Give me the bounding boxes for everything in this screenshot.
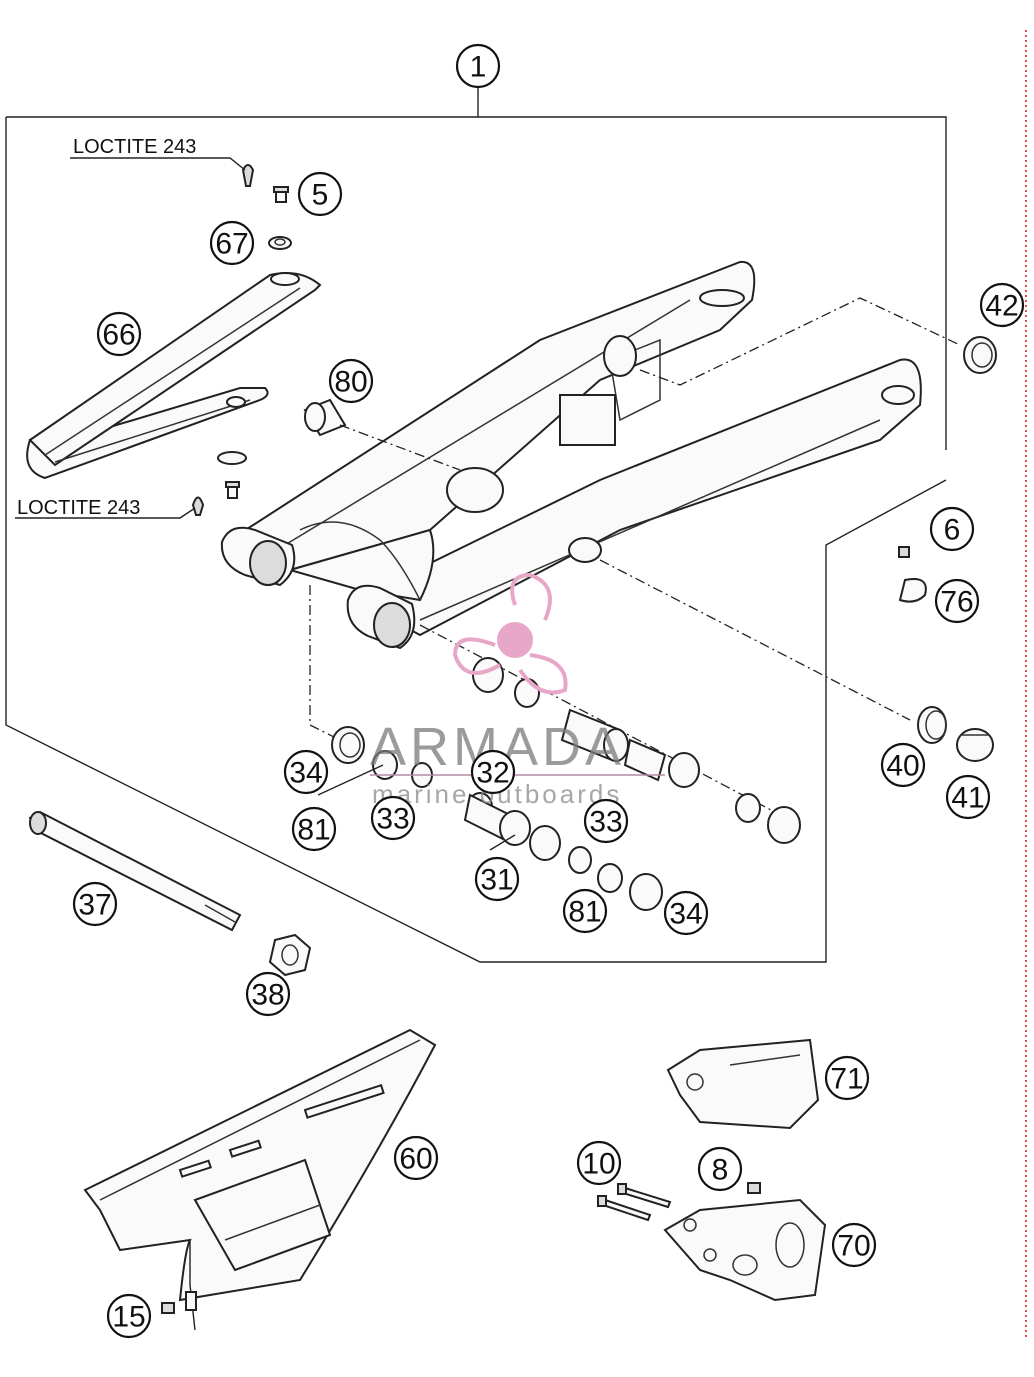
callout-40: 40: [880, 742, 926, 788]
callout-31: 31: [474, 856, 520, 902]
leader-lines: [15, 157, 516, 851]
callout-34-right-label: 34: [669, 898, 702, 931]
callout-81-right: 81: [562, 888, 608, 934]
callout-32-label: 32: [476, 757, 509, 790]
loctite-note-bottom: LOCTITE 243: [17, 497, 140, 519]
callout-81-left: 81: [291, 806, 337, 852]
callout-6: 6: [929, 506, 975, 552]
screw-5: [241, 164, 289, 203]
chain-slider-71: [666, 1038, 820, 1130]
callout-76: 76: [934, 578, 980, 624]
callout-33-left: 33: [370, 795, 416, 841]
chain-guard-60: [83, 1028, 437, 1331]
callout-34-left-label: 34: [289, 757, 322, 790]
callout-38-label: 38: [251, 979, 284, 1012]
axle-37: [28, 810, 242, 932]
callout-38: 38: [245, 971, 291, 1017]
loctite-note-top: LOCTITE 243: [73, 136, 196, 158]
callout-42: 42: [979, 282, 1025, 328]
callout-6-label: 6: [944, 514, 961, 547]
callout-70: 70: [831, 1222, 877, 1268]
callout-8: 8: [697, 1146, 743, 1192]
callout-71-label: 71: [830, 1063, 863, 1096]
screw-15: [161, 1302, 175, 1314]
nut-8: [747, 1182, 761, 1194]
callout-8-label: 8: [712, 1154, 729, 1187]
callout-80: 80: [328, 358, 374, 404]
chain-guide-70: [663, 1198, 827, 1302]
callout-66-label: 66: [102, 319, 135, 352]
ring-42: [963, 336, 997, 374]
callout-60-label: 60: [399, 1143, 432, 1176]
chain-guide: [26, 272, 322, 480]
washer-67: [268, 236, 292, 250]
callout-37-label: 37: [78, 889, 111, 922]
callout-41-label: 41: [951, 782, 984, 815]
callout-15: 15: [106, 1293, 152, 1339]
callout-5: 5: [297, 171, 343, 217]
callout-32: 32: [470, 749, 516, 795]
callout-1: 1: [455, 43, 501, 89]
lower-screw: [191, 451, 247, 516]
clamp-76: [898, 578, 927, 603]
bearing-stack: [331, 657, 801, 911]
bolts-10: [597, 1183, 672, 1222]
callout-31-label: 31: [480, 864, 513, 897]
bushing-80: [303, 398, 347, 437]
swingarm: [220, 260, 922, 650]
callout-81-left-label: 81: [297, 814, 330, 847]
nut-38: [268, 933, 312, 977]
callout-81-right-label: 81: [568, 896, 601, 929]
callout-34-right: 34: [663, 890, 709, 936]
callout-10: 10: [576, 1140, 622, 1186]
callout-70-label: 70: [837, 1230, 870, 1263]
ring-40: [917, 706, 947, 744]
callout-5-label: 5: [312, 179, 329, 212]
callout-60: 60: [393, 1135, 439, 1181]
callout-76-label: 76: [940, 586, 973, 619]
callout-41: 41: [945, 774, 991, 820]
cap-41: [956, 728, 994, 762]
callout-40-label: 40: [886, 750, 919, 783]
callout-33-left-label: 33: [376, 803, 409, 836]
callout-66: 66: [96, 311, 142, 357]
callout-37: 37: [72, 881, 118, 927]
callout-33-right: 33: [583, 798, 629, 844]
callout-1-label: 1: [470, 51, 487, 84]
callout-33-right-label: 33: [589, 806, 622, 839]
assembly-frame: [5, 88, 947, 963]
callout-80-label: 80: [334, 366, 367, 399]
callout-67-label: 67: [215, 228, 248, 261]
callout-10-label: 10: [582, 1148, 615, 1181]
callout-42-label: 42: [985, 290, 1018, 323]
callout-71: 71: [824, 1055, 870, 1101]
callout-34-left: 34: [283, 749, 329, 795]
callout-67: 67: [209, 220, 255, 266]
bolt-6: [898, 546, 910, 558]
callout-15-label: 15: [112, 1301, 145, 1334]
watermark-logo: [452, 572, 568, 695]
axis-lines: [309, 297, 961, 821]
